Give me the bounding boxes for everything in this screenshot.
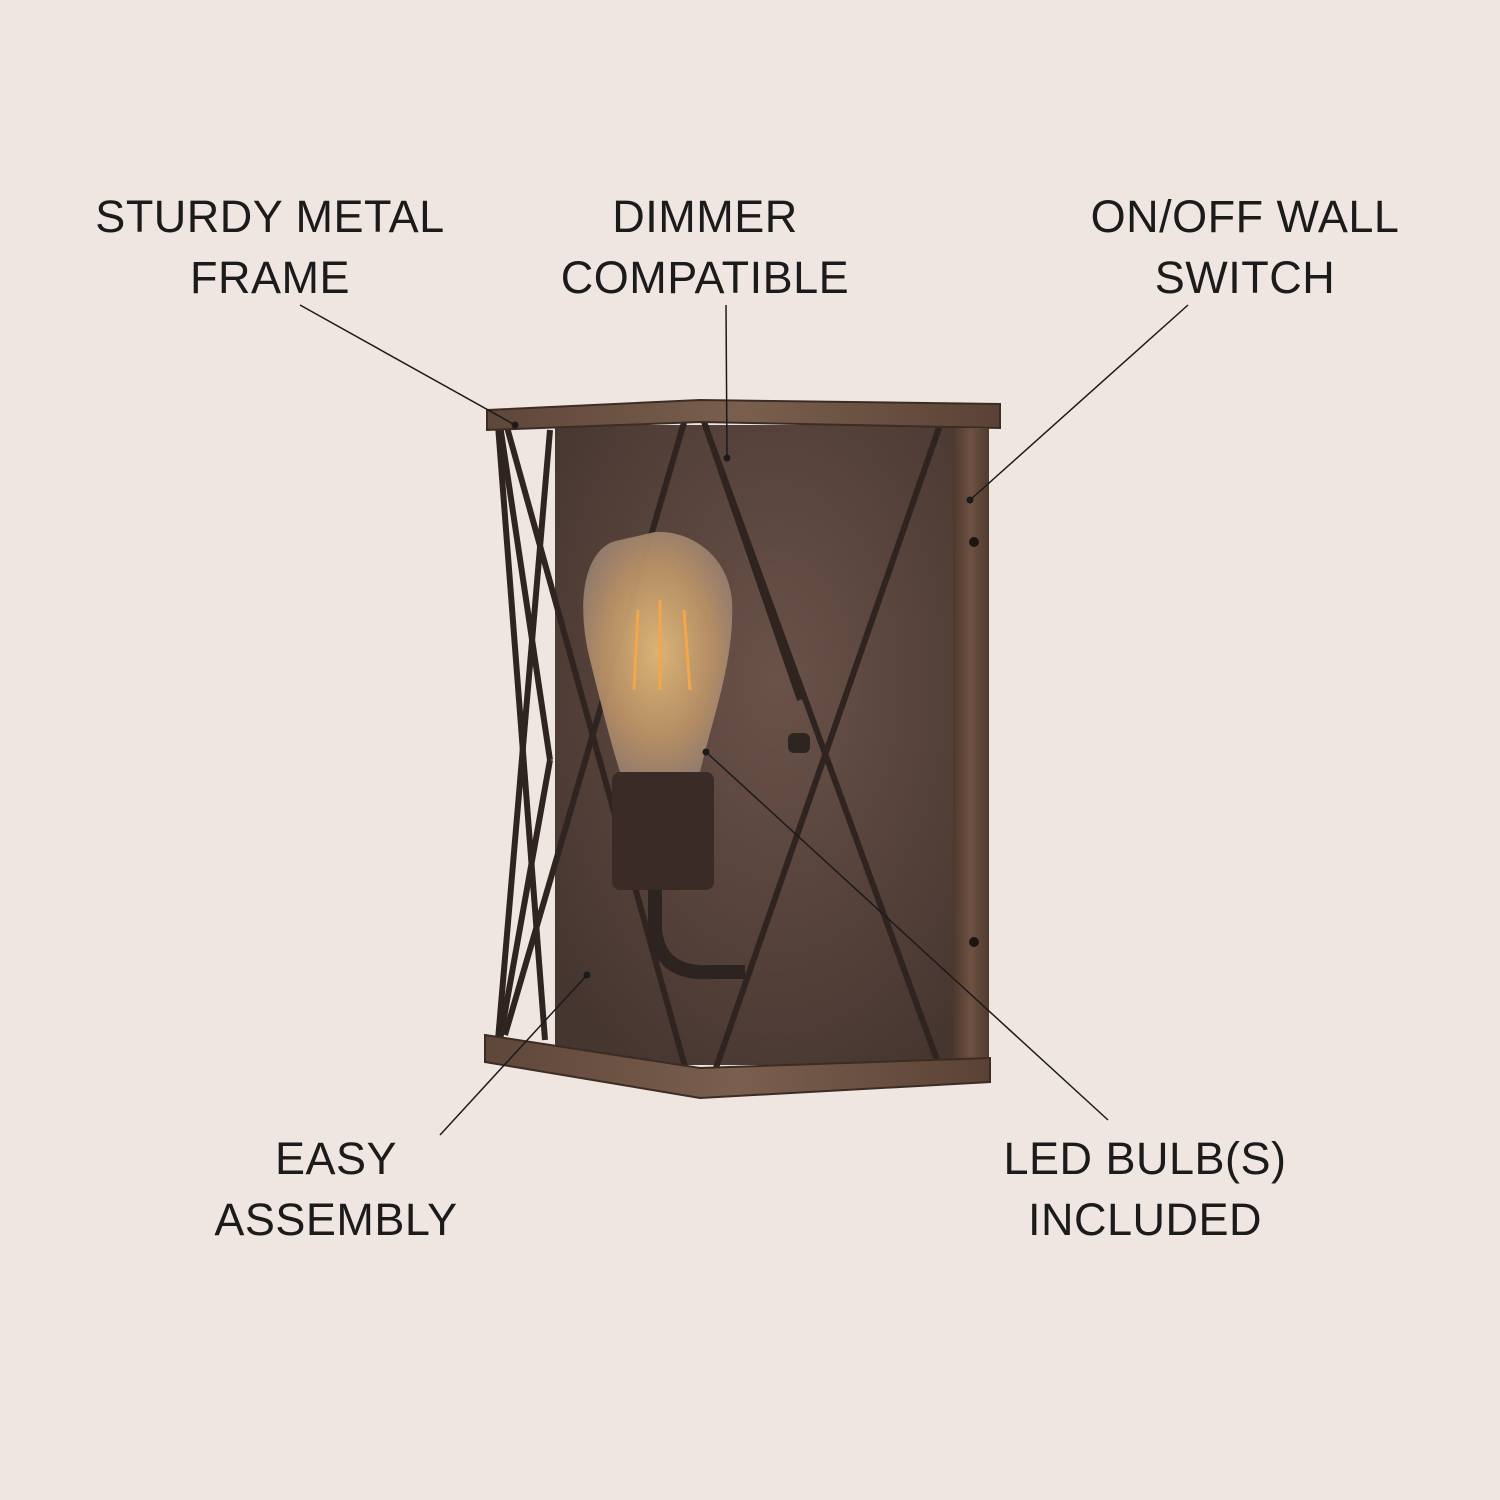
top-wood-rail [486,398,1001,432]
callout-dimmer-compatible: DIMMER COMPATIBLE [561,186,849,308]
callout-line: STURDY METAL [95,191,445,242]
bulb-filament [632,600,692,691]
callout-sturdy-metal-frame: STURDY METAL FRAME [95,186,444,308]
callout-line: FRAME [189,252,350,303]
callout-easy-assembly: EASY ASSEMBLY [214,1128,457,1250]
right-wood-post [953,428,989,1078]
callout-line: EASY [274,1133,398,1184]
bottom-wood-rail [484,1033,991,1100]
callout-line: SWITCH [1154,252,1336,303]
bulb-socket [612,772,714,890]
metal-frame-rods [495,401,943,1086]
led-bulb [583,531,733,772]
callout-line: ON/OFF WALL [1090,191,1400,242]
callout-dots [511,421,974,979]
callout-led-bulbs-included: LED BULB(S) INCLUDED [1003,1128,1286,1250]
callout-on-off-wall-switch: ON/OFF WALL SWITCH [1091,186,1400,308]
socket-arm [648,890,745,980]
mounting-peg [788,733,810,753]
callout-leader-lines [299,304,1189,1136]
callout-line: ASSEMBLY [214,1194,458,1245]
screw-icon [969,537,979,547]
screw-icon [969,937,979,947]
callout-line: INCLUDED [1027,1194,1263,1245]
callout-line: COMPATIBLE [560,252,850,303]
callout-line: DIMMER [612,191,798,242]
callout-line: LED BULB(S) [1003,1133,1287,1184]
